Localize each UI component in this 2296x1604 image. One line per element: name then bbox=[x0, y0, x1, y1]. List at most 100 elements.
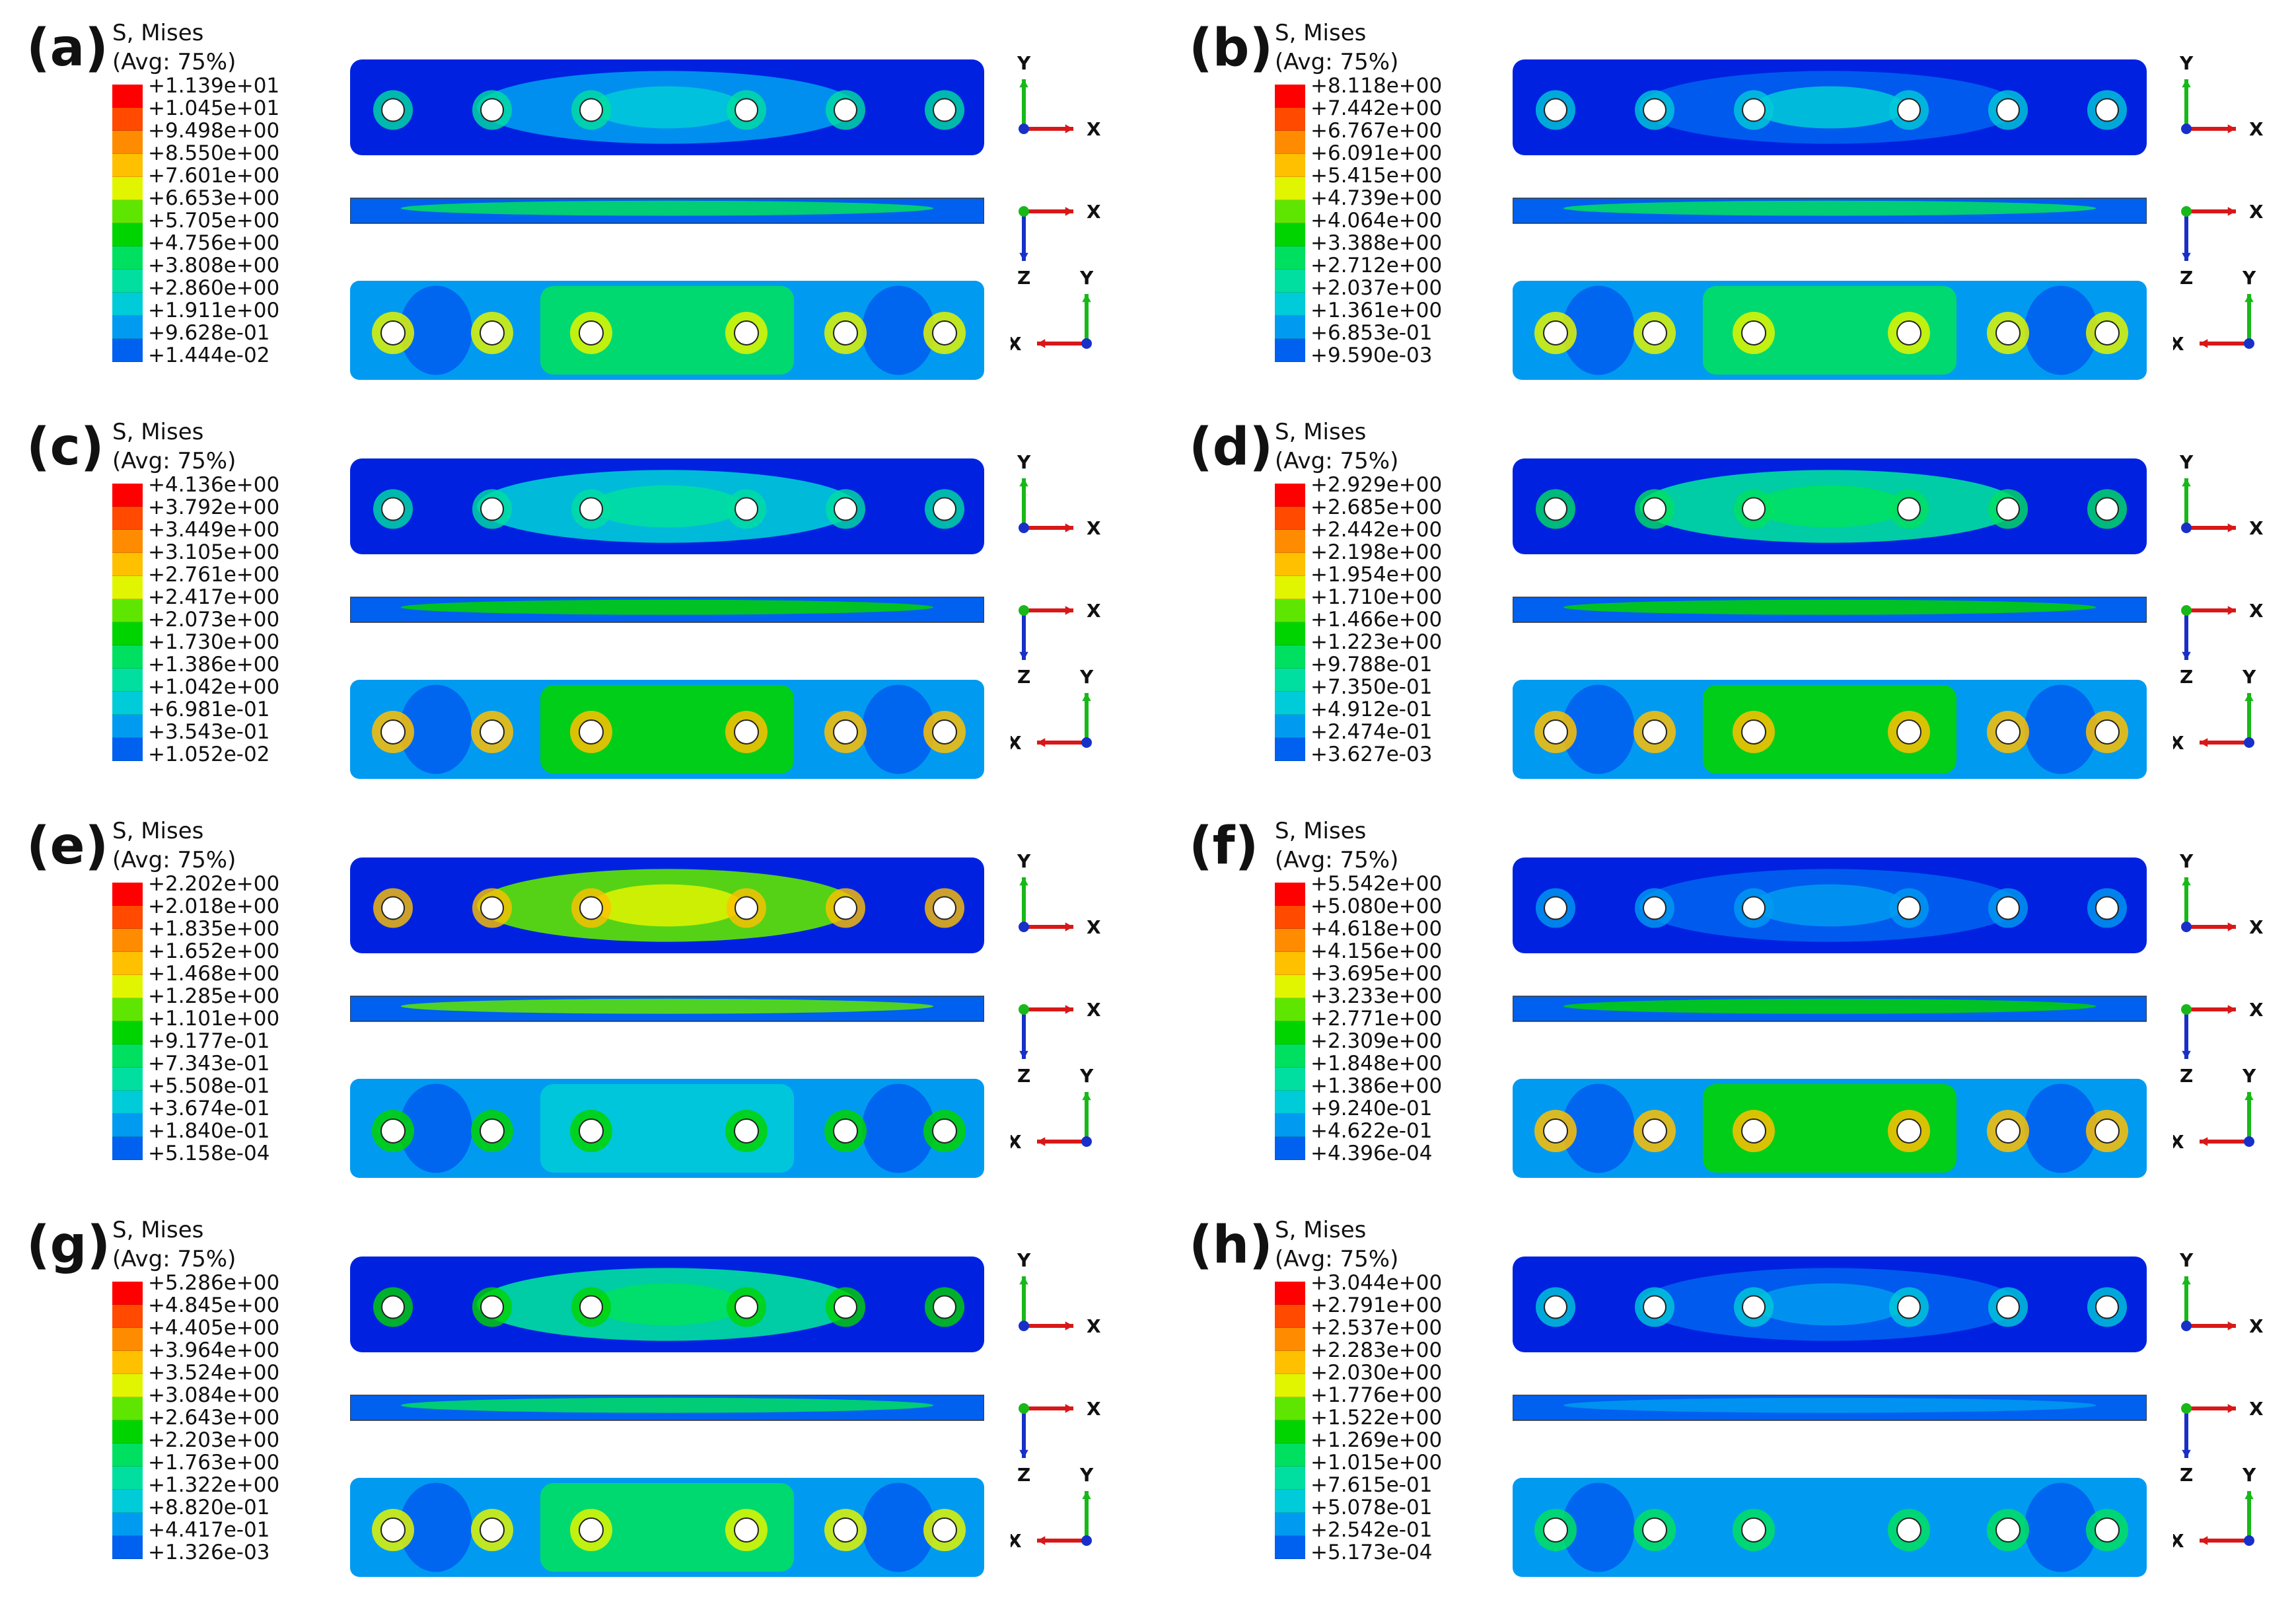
view-bottom bbox=[1513, 1478, 2147, 1577]
x-axis-label: X bbox=[1087, 118, 1101, 140]
color-swatch bbox=[1275, 1044, 1305, 1068]
bolt-hole bbox=[480, 497, 504, 521]
fem-views bbox=[1513, 458, 2147, 779]
bolt-hole bbox=[2095, 497, 2119, 521]
view-side bbox=[350, 1395, 984, 1421]
bolt-hole bbox=[1544, 497, 1567, 521]
color-swatch bbox=[1275, 484, 1305, 507]
legend-value: +7.343e-01 bbox=[148, 1052, 270, 1075]
bolt-hole bbox=[2095, 1295, 2119, 1319]
bolt-hole bbox=[1544, 1295, 1567, 1319]
y-axis-arrow-head bbox=[2182, 478, 2191, 487]
view-bottom bbox=[350, 1478, 984, 1577]
legend-value: +1.386e+00 bbox=[1310, 1074, 1443, 1098]
color-swatch bbox=[112, 1068, 143, 1091]
bolt-hole bbox=[735, 497, 758, 521]
x-axis-arrow-head bbox=[2200, 339, 2208, 348]
y-axis-label: Y bbox=[2179, 451, 2194, 473]
bolt-hole bbox=[1897, 98, 1921, 122]
x-axis-arrow-head bbox=[1065, 606, 1073, 615]
view-top bbox=[1513, 59, 2147, 155]
bolt-hole bbox=[1643, 98, 1667, 122]
legend-value: +3.808e+00 bbox=[148, 254, 280, 277]
z-axis-arrow-head bbox=[2182, 651, 2191, 660]
bolt-hole bbox=[1544, 98, 1567, 122]
legend-value: +1.386e+00 bbox=[148, 653, 280, 676]
view-top bbox=[350, 59, 984, 155]
bolt-hole bbox=[579, 896, 603, 920]
view-side bbox=[1513, 198, 2147, 224]
color-swatch bbox=[1275, 1397, 1305, 1420]
view-bottom-low-zone bbox=[1562, 1083, 1635, 1173]
panel-label: (f) bbox=[1189, 817, 1259, 876]
legend-value: +4.622e-01 bbox=[1310, 1119, 1433, 1143]
x-axis-label: X bbox=[1011, 732, 1022, 754]
legend-values: +5.286e+00+4.845e+00+4.405e+00+3.964e+00… bbox=[148, 1272, 279, 1564]
y-axis-arrow-head bbox=[1082, 693, 1091, 702]
legend-value: +4.618e+00 bbox=[1310, 917, 1443, 941]
y-axis-dot bbox=[2181, 605, 2192, 616]
legend-value: +4.136e+00 bbox=[148, 473, 280, 497]
bolt-hole bbox=[833, 719, 858, 745]
color-swatch bbox=[112, 553, 143, 576]
color-swatch bbox=[1275, 293, 1305, 316]
color-swatch bbox=[1275, 1490, 1305, 1513]
coordinate-triad: XZ bbox=[1017, 600, 1101, 688]
legend-value: +2.309e+00 bbox=[1310, 1029, 1443, 1053]
legend-values: +3.044e+00+2.791e+00+2.537e+00+2.283e+00… bbox=[1310, 1272, 1442, 1564]
color-swatch bbox=[112, 1397, 143, 1420]
bolt-hole bbox=[579, 1118, 604, 1144]
legend-value: +2.643e+00 bbox=[148, 1406, 280, 1430]
color-swatch bbox=[1275, 553, 1305, 576]
legend-variable: S, Mises bbox=[1275, 818, 1367, 844]
color-swatch bbox=[1275, 1467, 1305, 1490]
z-axis-arrow-head bbox=[2182, 1449, 2191, 1458]
legend-values: +5.542e+00+5.080e+00+4.618e+00+4.156e+00… bbox=[1310, 873, 1442, 1165]
legend-value: +3.695e+00 bbox=[1310, 962, 1443, 986]
legend-value: +1.730e+00 bbox=[148, 630, 280, 654]
bolt-hole bbox=[480, 98, 504, 122]
color-swatch bbox=[112, 316, 143, 339]
legend-value: +2.771e+00 bbox=[1310, 1007, 1443, 1031]
legend-value: +2.283e+00 bbox=[1310, 1338, 1443, 1362]
view-bottom-stress-zone bbox=[1703, 685, 1956, 774]
view-bottom bbox=[350, 1079, 984, 1178]
bolt-hole bbox=[932, 1118, 957, 1144]
color-swatch bbox=[112, 1137, 143, 1160]
color-swatch bbox=[1275, 200, 1305, 223]
z-axis-dot bbox=[1081, 1535, 1092, 1546]
legend-value: +3.084e+00 bbox=[148, 1383, 280, 1407]
legend-value: +2.860e+00 bbox=[148, 276, 280, 300]
bolt-hole bbox=[1897, 497, 1921, 521]
view-top-stress-core bbox=[591, 1283, 744, 1326]
color-swatch bbox=[112, 929, 143, 952]
view-side bbox=[1513, 996, 2147, 1022]
color-swatch bbox=[112, 883, 143, 906]
legend-value: +3.964e+00 bbox=[148, 1338, 280, 1362]
bolt-hole bbox=[2095, 320, 2120, 346]
color-swatch bbox=[112, 998, 143, 1021]
legend-value: +9.177e-01 bbox=[148, 1029, 270, 1053]
legend-value: +3.044e+00 bbox=[1310, 1271, 1443, 1295]
bolt-hole bbox=[1742, 497, 1766, 521]
x-axis-label: X bbox=[1087, 916, 1101, 938]
legend-value: +2.442e+00 bbox=[1310, 518, 1443, 542]
color-swatch bbox=[1275, 1420, 1305, 1443]
z-axis-label: Z bbox=[1017, 1065, 1030, 1087]
legend-value: +7.601e+00 bbox=[148, 164, 280, 188]
color-swatch bbox=[1275, 883, 1305, 906]
legend-value: +5.415e+00 bbox=[1310, 164, 1443, 188]
color-swatch bbox=[112, 1282, 143, 1305]
color-swatch bbox=[1275, 1282, 1305, 1305]
x-axis-arrow-head bbox=[2227, 1005, 2236, 1014]
color-swatch bbox=[1275, 715, 1305, 738]
z-axis-dot bbox=[1081, 737, 1092, 748]
color-swatch bbox=[1275, 1114, 1305, 1137]
legend-title: S, Mises(Avg: 75%) bbox=[112, 418, 236, 476]
color-swatch bbox=[112, 484, 143, 507]
bolt-hole bbox=[1543, 320, 1568, 346]
bolt-hole bbox=[735, 1295, 758, 1319]
legend-value: +2.537e+00 bbox=[1310, 1316, 1443, 1340]
legend-value: +5.705e+00 bbox=[148, 209, 280, 233]
